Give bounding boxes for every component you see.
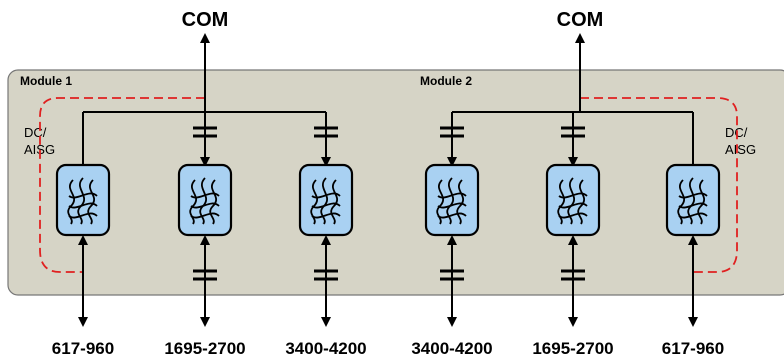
filter-icon xyxy=(424,163,480,237)
module-1-label: Module 1 xyxy=(20,74,72,88)
band-label: 1695-2700 xyxy=(532,339,613,358)
dc-label-left-1: DC/ xyxy=(24,125,47,140)
band-label: 617-960 xyxy=(662,339,724,358)
dc-label-right-2: AISG xyxy=(725,142,756,157)
filter-icon xyxy=(55,163,111,237)
filter-icon xyxy=(298,163,354,237)
filter-icon xyxy=(665,163,721,237)
band-label: 617-960 xyxy=(52,339,114,358)
band-label: 3400-4200 xyxy=(285,339,366,358)
com-label-right: COM xyxy=(557,9,604,31)
dc-path-left xyxy=(39,97,205,273)
com-label-left: COM xyxy=(182,9,229,31)
dc-label-left-2: AISG xyxy=(24,142,55,157)
dc-path-right xyxy=(580,97,738,273)
filter-icon xyxy=(177,163,233,237)
band-label: 3400-4200 xyxy=(411,339,492,358)
band-label: 1695-2700 xyxy=(164,339,245,358)
filter-icon xyxy=(545,163,601,237)
module-2-label: Module 2 xyxy=(420,74,472,88)
